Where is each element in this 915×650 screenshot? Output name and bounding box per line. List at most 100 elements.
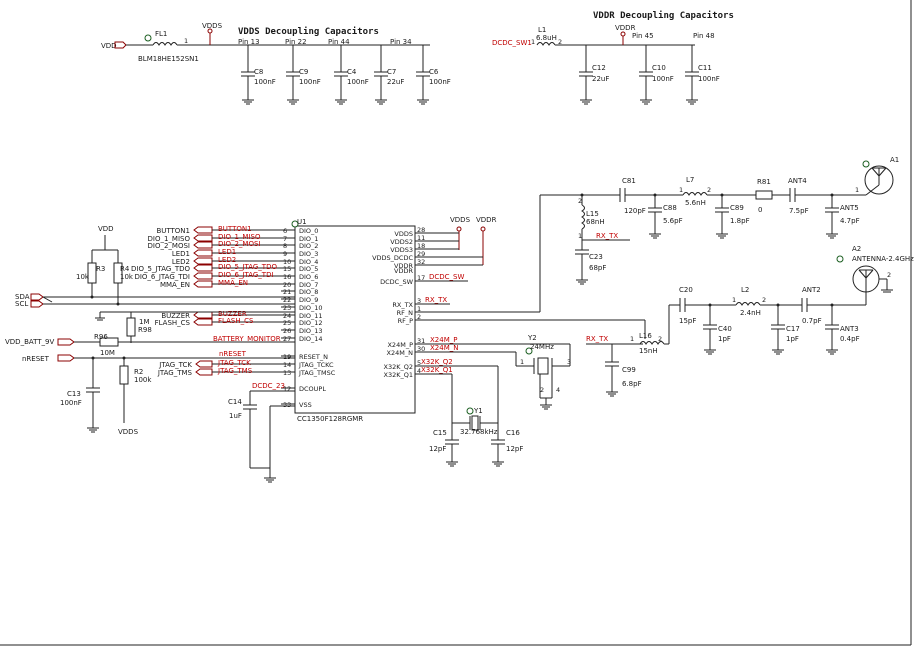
net-port-left-3[interactable]: [193, 249, 213, 257]
inductor-l7: [682, 192, 708, 196]
jtag-port-1[interactable]: [195, 368, 213, 376]
pin-num-right-4: 32: [417, 258, 425, 266]
battery-monitor-tag: BATTERY_MONITOR: [213, 335, 281, 343]
pin-num-right-8: 1: [417, 305, 421, 313]
pin-name-dio_14: DIO_14: [299, 335, 323, 343]
l15-value: 68nH: [586, 218, 605, 226]
net-port-left-9[interactable]: [193, 318, 213, 326]
component-marker-fl1: [144, 34, 152, 42]
pin-name-vss: VSS: [299, 401, 312, 409]
shunt-value-c17: 1pF: [786, 335, 799, 343]
pin-num-left-8: 8: [283, 242, 287, 250]
scl-port[interactable]: [30, 300, 44, 308]
dcdc-sw1-label: DCDC_SW1: [492, 39, 532, 47]
svg-text:2: 2: [887, 271, 891, 279]
pin-name-right-12: X32K_Q2: [384, 363, 414, 371]
component-marker-u1: [291, 220, 299, 228]
vdd-batt-label: VDD_BATT_9V: [5, 338, 54, 346]
net-port-left-1[interactable]: [193, 234, 213, 242]
r81-ref: R81: [757, 178, 771, 186]
l1-pin: 1: [531, 38, 535, 46]
mcu-part: CC1350F128RGMR: [297, 415, 363, 423]
cap-value-c8: 100nF: [254, 78, 276, 86]
ant2-ref: ANT2: [802, 286, 821, 294]
pin-num-right-2: 18: [417, 242, 425, 250]
a2-ref: A2: [852, 245, 861, 253]
net-tag-left-6: DIO_6_JTAG_TDI: [218, 271, 274, 279]
pin-num-right-0: 28: [417, 226, 425, 234]
pin-num-left-14: 14: [283, 361, 291, 369]
net-port-left-5[interactable]: [193, 264, 213, 272]
pin-name-dio_0: DIO_0: [299, 227, 318, 235]
pin-name-dio_5: DIO_5: [299, 265, 318, 273]
net-port-left-7[interactable]: [193, 280, 213, 288]
x24m-p-label: X24M_P: [430, 336, 457, 344]
cap-ref-c4: C4: [347, 68, 357, 76]
svg-text:3: 3: [567, 358, 571, 366]
pin-name-dio_13: DIO_13: [299, 327, 323, 335]
cap-ref-c11: C11: [698, 64, 712, 72]
nreset-label: nRESET: [22, 355, 50, 363]
net-port-left-4[interactable]: [193, 257, 213, 265]
net-port-left-6[interactable]: [193, 272, 213, 280]
jtag-label-0: JTAG_TCK: [158, 361, 192, 369]
pin-num-left-19: 19: [283, 353, 291, 361]
r98-ref: R98: [138, 326, 152, 334]
ferrite-fl1: [152, 42, 178, 46]
svg-text:2: 2: [762, 296, 766, 304]
svg-text:2: 2: [707, 186, 711, 194]
pin-num-right-12: 5: [417, 359, 421, 367]
l1-ref: L1: [538, 26, 546, 34]
pin13-label: Pin 13: [238, 38, 260, 46]
shunt-value-c89: 1.8pF: [730, 217, 750, 225]
shunt-ref-ant5: ANT5: [840, 204, 859, 212]
pin-num-left-7: 7: [283, 235, 287, 243]
shunt-ref-c40: C40: [718, 325, 732, 333]
jtag-port-0[interactable]: [195, 360, 213, 368]
pin-name-right-9: RF_P: [398, 317, 414, 325]
resistor-r81: [755, 190, 773, 200]
pin44-label: Pin 44: [328, 38, 350, 46]
vdd-input-label: VDD: [101, 42, 117, 50]
vdds-power-symbol: [207, 28, 213, 34]
y2-value: 24MHz: [530, 343, 554, 351]
cap-value-c6: 100nF: [429, 78, 451, 86]
pin-num-right-9: 2: [417, 313, 421, 321]
net-port-left-0[interactable]: [193, 226, 213, 234]
pin-name-right-2: VDDS3: [390, 246, 413, 254]
nreset-tag: nRESET: [219, 350, 247, 358]
net-port-left-8[interactable]: [193, 311, 213, 319]
cap-ref-c10: C10: [652, 64, 666, 72]
net-label-left-1: DIO_1_MISO: [148, 235, 191, 243]
pin-num-left-16: 16: [283, 273, 291, 281]
x24m-n-label: X24M_N: [430, 344, 458, 352]
pin-name-right-5: VDDR: [394, 267, 413, 275]
pin-name-dio_1: DIO_1: [299, 235, 318, 243]
pin-name-right-10: X24M_P: [387, 341, 413, 349]
net-port-left-2[interactable]: [193, 241, 213, 249]
resistor-r98: [126, 317, 136, 337]
vdd-batt-port[interactable]: [57, 338, 75, 346]
vdd-input-port[interactable]: [114, 41, 127, 49]
svg-text:2: 2: [540, 386, 544, 394]
cap-value-c11: 100nF: [698, 75, 720, 83]
svg-text:2: 2: [578, 197, 582, 205]
inductor-l2: [735, 302, 761, 306]
shunt-ref-c88: C88: [663, 204, 677, 212]
sda-port[interactable]: [30, 293, 44, 301]
l1-pin2: 2: [558, 38, 562, 46]
c16-ref: C16: [506, 429, 520, 437]
rxtx-bottom-label: RX_TX: [586, 335, 608, 343]
component-marker-a2: [836, 255, 844, 263]
shunt-ref-c89: C89: [730, 204, 744, 212]
rxtx-top-label: RX_TX: [596, 232, 618, 240]
pin-name-jtag_tckc: JTAG_TCKC: [298, 361, 334, 369]
a2-name: ANTENNA-2.4GHz: [852, 255, 914, 263]
c81-ref: C81: [622, 177, 636, 185]
nreset-port[interactable]: [57, 354, 75, 362]
net-label-left-2: DIO_2_MOSI: [148, 242, 190, 250]
